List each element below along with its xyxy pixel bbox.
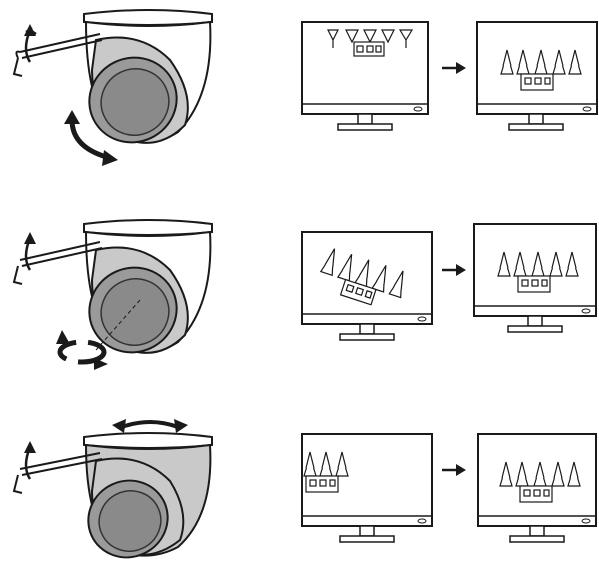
right-arrow-icon	[442, 62, 466, 74]
right-arrow-icon	[442, 264, 466, 276]
dome-camera-icon	[12, 9, 213, 166]
monitor-icon	[301, 21, 429, 131]
rotation-arrow-icon	[56, 330, 108, 370]
monitor-icon	[301, 433, 433, 543]
monitor-icon	[301, 231, 433, 341]
hex-key-icon	[12, 241, 103, 285]
step-tilt	[0, 0, 599, 180]
horizontal-double-arrow-icon	[112, 419, 188, 433]
dome-camera-icon	[12, 219, 213, 370]
step-rotate	[0, 200, 599, 380]
hex-key-icon	[12, 452, 103, 494]
right-arrow-icon	[442, 464, 466, 476]
curved-double-arrow-icon	[64, 110, 118, 166]
hex-key-icon	[12, 33, 103, 77]
step-pan	[0, 395, 599, 575]
monitor-icon	[477, 433, 597, 543]
dome-camera-icon	[12, 419, 213, 559]
monitor-icon	[473, 223, 597, 333]
monitor-icon	[476, 21, 598, 131]
camera-adjustment-diagram	[0, 0, 599, 559]
